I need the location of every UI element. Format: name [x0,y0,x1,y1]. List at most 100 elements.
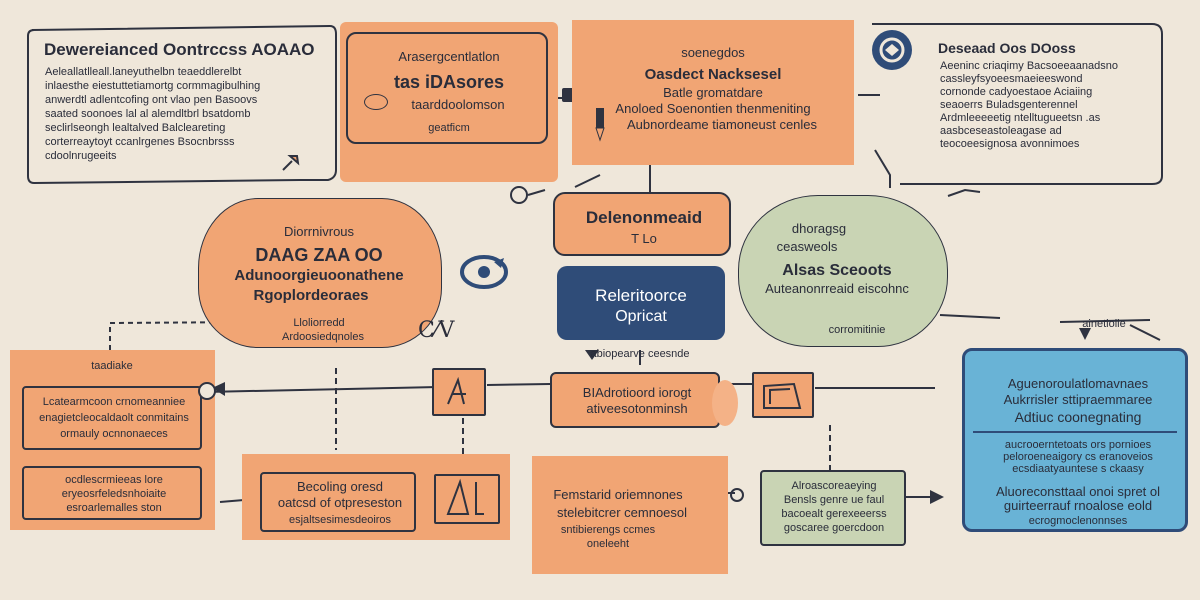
top-left-line: anwerdtl adlentcofing ont vlao pen Basoo… [45,94,258,106]
blob-note: Ardoosiedqnoles [282,331,364,343]
box-line: bacoealt gerexeeerss [781,508,887,520]
bottom-center-panel: Femstarid oriemnones stelebitcrer cemnoe… [532,456,728,574]
top-left-line: Aeleallatlleall.laneyuthelbn teaeddlerel… [45,66,242,78]
circle-arrow-icon [456,252,512,292]
pen-icon [594,106,606,142]
sage-footer: corromitinie [828,324,886,336]
sage-box: Alroascoreaeying Bensls genre ue faul ba… [760,470,906,546]
top-left-line: cdoolnrugeeits [45,150,117,162]
document-icon [562,88,574,102]
top-left-line: corterreaytoyt ccanlrgenes Bsocnbrsss [45,136,235,148]
card-label: Arasergcentlatlon [398,49,500,64]
left-stack-box2: ocdlescrmieeas lore eryeosrfeledsnhoiait… [22,466,202,520]
left-stack-label: taadiake [91,360,133,372]
card-title: tas iDAsores [393,72,505,92]
box-line: Lcatearmcoon crnomeanniee [42,396,186,408]
blue-line: peloroeneaigory cs eranoveios [1003,451,1153,463]
box-line: ativeesotonminsh [586,401,688,416]
top-right-line: Aeeninc criaqimy Bacsoeeaanadsno [940,60,1118,72]
box-line: Becoling oresd [297,479,383,494]
top-right-line: teocoeesignosa avonnimoes [940,138,1080,150]
box-line: sntibierengs ccmes [560,524,656,536]
orange-card-center: soenegdos Oasdect Nacksesel Batle gromat… [572,20,854,165]
sage-sub: Auteanonrreaid eiscohnc [765,281,909,296]
blue-title: Adtiuc coonegnating [1014,409,1142,425]
blob-line: Rgoplordeoraes [253,287,369,304]
center-box-title: Delenonmeaid [585,208,703,227]
delta-glyph-icon [434,474,500,524]
bottom-inner-box: Becoling oresd oatcsd of otpreseston esj… [260,472,416,532]
sage-label: ceasweols [776,239,838,254]
card-line: Anoloed Soenontien thenmeniting [615,101,811,116]
top-right-line: seaoerrs Buladsgenterennel [940,99,1078,111]
top-right-line: Ardmleeeeetig ntelltugueetsn .as [940,112,1101,124]
blob-note: Lloliorredd [293,317,345,329]
center-top-box: Delenonmeaid T Lo [553,192,731,256]
orange-card-top: Arasergcentlatlon tas iDAsores taarddool… [340,22,558,182]
top-right-line: cornonde cadyoestaoe Aciaiing [940,86,1093,98]
blue-divider [973,431,1177,433]
box-line: ocdlescrmieeas lore [65,474,163,486]
card-line: Batle gromatdare [663,85,763,100]
cv-glyph-icon: C⁄V [418,318,455,343]
blue-footer: ecrogmoclenonnses [1028,515,1128,527]
card-line: Aubnordeame tiamoneust cenles [626,117,818,132]
box-line: ormauly ocnnonaeces [60,428,168,440]
card-subtitle: taarddoolomson [411,97,505,112]
sage-title: Alsas Sceoots [782,262,892,279]
window-glyph-icon [752,372,814,418]
top-left-line: saated soonoes lal al alemdltbrl bsatdom… [45,108,251,120]
navy-box: Releritoorce Opricat [557,266,725,340]
navy-caption: abiopearve ceesnde [590,348,690,360]
box-line: esroarlemalles ston [66,502,162,514]
chart-glyph-icon [432,368,486,416]
navy-line: Releritoorce [595,286,687,305]
top-left-line: seclirlseongh lealtalved Balcleareting [45,122,226,134]
ellipse-icon [364,94,388,110]
blob-line: Adunoorgieuoonathene [234,267,404,284]
top-left-title: Dewereianced Oontrccss AOAAO [44,40,315,59]
card-label: soenegdos [681,45,745,60]
node-dot [198,382,216,400]
orange-blob-left: Diorrnivrous DAAG ZAA OO Adunoorgieuoona… [198,198,442,348]
box-line: oatcsd of otpreseston [277,495,403,510]
top-right-line: cassleyfsyoeesmaeieeswond [940,73,1083,85]
box-line: esjaltsesimesdeoiros [288,514,392,526]
orange-card-frame [346,32,548,144]
blue-title: Aguenoroulatlomavnaes [1007,376,1149,391]
orange-accent [712,380,738,426]
blue-footer: guirteerrauf rnoalose eold [1003,498,1153,513]
box-line: Alroascoreaeying [791,480,877,492]
blue-title: Aukrrisler sttipraemmaree [1003,392,1153,407]
wrench-icon [280,152,302,174]
top-left-line: inlaesthe eiestuttetiamortg cormmagibulh… [45,80,261,92]
box-line: enagietcleocaldaolt conmitains [39,412,189,424]
navy-line: Opricat [615,308,667,325]
ring-icon [510,186,528,204]
center-box-sub: T Lo [631,231,657,246]
blue-panel: Aguenoroulatlomavnaes Aukrrisler sttipra… [962,348,1188,532]
box-line: BIAdrotioord iorogt [582,385,692,400]
card-title: Oasdect Nacksesel [644,66,782,83]
small-ring-icon [730,488,744,502]
sage-blob: dhoragsg ceasweols Alsas Sceoots Auteano… [738,195,948,347]
box-line: oneleeht [586,538,630,550]
bottom-orange-panel: Becoling oresd oatcsd of otpreseston esj… [242,454,510,540]
box-line: Bensls genre ue faul [783,494,885,506]
box-line: stelebitcrer cemnoesol [556,505,688,520]
sage-label: dhoragsg [791,221,847,236]
blob-label: Diorrnivrous [283,224,355,239]
gear-badge-icon [872,30,912,70]
left-stack-panel: taadiake Lcatearmcoon crnomeanniee enagi… [10,350,215,530]
left-stack-box1: Lcatearmcoon crnomeanniee enagietcleocal… [22,386,202,450]
center-main-box: BIAdrotioord iorogt ativeesotonminsh [550,372,720,428]
blob-title: DAAG ZAA OO [255,245,383,265]
box-line: Femstarid oriemnones [553,487,683,502]
blue-line: ecsdiaatyauntese s ckaasy [1012,463,1144,475]
blue-line: aucrooerntetoats ors pornioes [1004,439,1152,451]
blue-label: ainetiolle [1082,318,1126,330]
top-right-title: Deseaad Oos DOoss [938,40,1076,56]
top-right-line: aasbceseastoleagase ad [940,125,1062,137]
box-line: eryeosrfeledsnhoiaite [61,488,167,500]
